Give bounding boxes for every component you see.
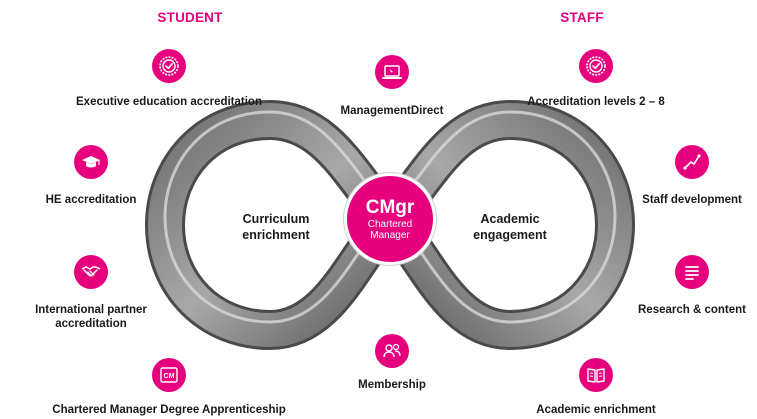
loop-right xyxy=(370,99,636,351)
growth-line-icon xyxy=(675,145,709,179)
executive-education-accreditation-label: Executive education accreditation xyxy=(76,96,262,108)
international-partner-accreditation-text: International partner accreditation xyxy=(35,304,147,330)
chartered-manager-subtitle: Chartered Manager xyxy=(367,219,413,241)
curriculum-enrichment-label: Curriculum enrichment xyxy=(242,212,310,242)
membership-label: Membership xyxy=(358,379,426,391)
accreditation-levels-label: Accreditation levels 2 – 8 xyxy=(527,96,665,108)
international-partner-accreditation-label: International partner accreditation xyxy=(21,303,161,331)
badge-check-icon xyxy=(152,49,186,83)
student-header: STUDENT xyxy=(157,10,223,25)
cm-badge-text: CM xyxy=(164,373,175,380)
cmgr-title: CMgr xyxy=(365,197,415,218)
document-lines-icon xyxy=(675,255,709,289)
handshake-icon xyxy=(74,255,108,289)
cmgr-center-badge: CMgr Chartered Manager xyxy=(344,173,436,265)
graduation-cap-icon xyxy=(74,145,108,179)
management-direct-label: ManagementDirect xyxy=(340,105,444,117)
people-icon xyxy=(375,334,409,368)
check-circle-icon xyxy=(579,49,613,83)
staff-header: STAFF xyxy=(560,10,604,25)
staff-development-label: Staff development xyxy=(642,194,742,206)
loop-left xyxy=(144,99,410,351)
he-accreditation-label: HE accreditation xyxy=(45,194,137,206)
laptop-icon xyxy=(375,55,409,89)
cm-badge-icon: CM xyxy=(152,358,186,392)
academic-enrichment-label: Academic enrichment xyxy=(536,404,656,416)
academic-engagement-label: Academic engagement xyxy=(473,212,547,242)
open-book-icon xyxy=(579,358,613,392)
research-content-label: Research & content xyxy=(637,304,747,316)
chartered-manager-degree-apprenticeship-label: Chartered Manager Degree Apprenticeship xyxy=(52,404,286,416)
